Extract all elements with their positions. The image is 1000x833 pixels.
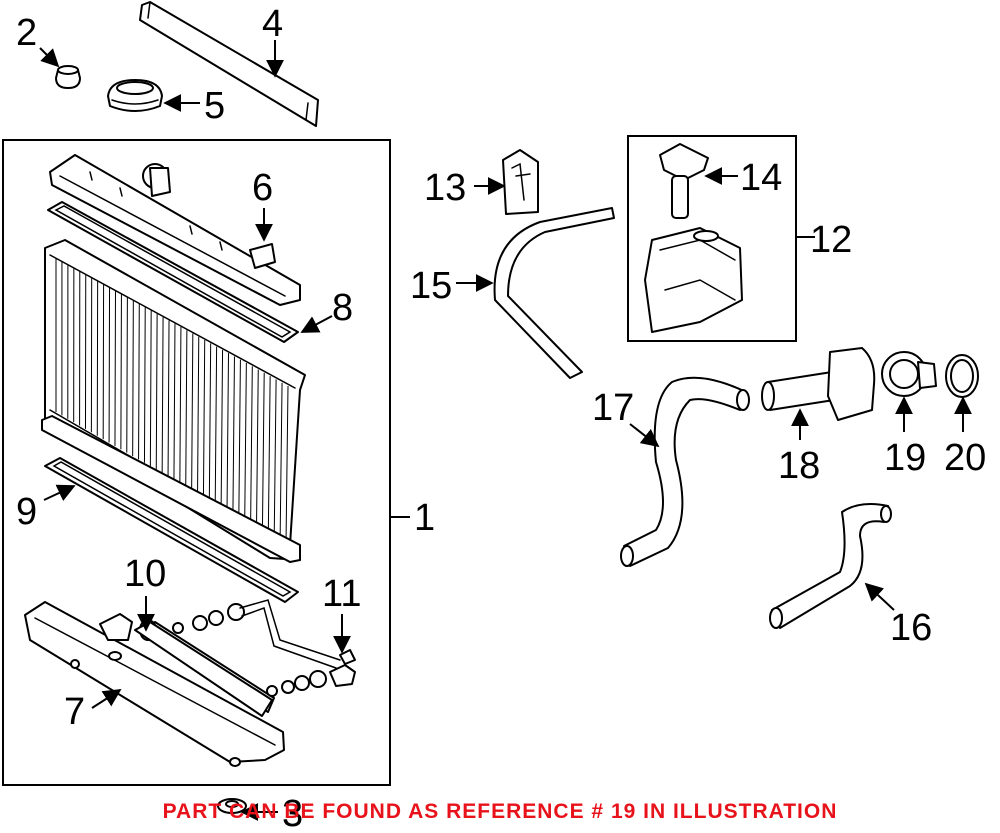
- radiator-fin: [226, 353, 230, 511]
- callout-10: 10: [124, 553, 166, 595]
- reservoir-assembly-frame: [627, 135, 797, 342]
- radiator-core: [41, 239, 306, 563]
- reference-note: PART CAN BE FOUND AS REFERENCE # 19 IN I…: [162, 800, 838, 823]
- radiator-fin: [149, 310, 152, 467]
- radiator-fin: [179, 326, 182, 484]
- callout-5: 5: [204, 85, 225, 127]
- part-6-upper-tank: [49, 154, 301, 306]
- radiator-fin: [143, 307, 146, 463]
- radiator-fin: [256, 369, 259, 528]
- radiator-fin: [285, 385, 289, 545]
- callout-15: 15: [410, 265, 452, 307]
- radiator-fin: [155, 313, 158, 470]
- part-16-lower-hose: [769, 503, 892, 629]
- radiator-fin: [191, 333, 194, 490]
- part-13-bracket: [502, 149, 539, 215]
- radiator-fin: [173, 323, 176, 480]
- callout-16: 16: [890, 607, 932, 649]
- radiator-assembly-frame: [2, 139, 391, 786]
- radiator-fin: [214, 346, 218, 504]
- part-17-radiator-hose: [620, 376, 750, 567]
- part-14-reservoir-cap: [659, 143, 709, 219]
- part-7-lower-tank: [24, 601, 285, 767]
- callout-2: 2: [16, 12, 37, 54]
- radiator-fin: [238, 359, 241, 517]
- radiator-fin: [197, 336, 200, 494]
- radiator-fin: [138, 303, 140, 460]
- part-20-gasket-ring: [945, 354, 979, 398]
- callout-18: 18: [778, 445, 820, 487]
- part-9-lower-gasket: [44, 457, 299, 603]
- part-18-water-outlet: [761, 347, 876, 421]
- radiator-fin: [202, 340, 206, 497]
- callout-1: 1: [414, 497, 435, 539]
- part-15-overflow-hose: [493, 207, 615, 379]
- callout-11: 11: [322, 573, 361, 615]
- radiator-fin: [167, 320, 170, 477]
- radiator-fin: [220, 349, 224, 507]
- callout-12: 12: [810, 219, 852, 261]
- reservoir-tank: [644, 227, 743, 333]
- radiator-fin: [126, 297, 128, 453]
- callout-17: 17: [592, 387, 634, 429]
- radiator-fin: [120, 294, 122, 450]
- radiator-fin: [261, 372, 265, 531]
- radiator-fin: [244, 363, 247, 521]
- callout-7: 7: [64, 691, 85, 733]
- callout-6: 6: [252, 167, 273, 209]
- radiator-fin: [208, 343, 212, 501]
- radiator-fin: [132, 300, 134, 457]
- callout-13: 13: [424, 167, 466, 209]
- part-5-radiator-cap: [107, 79, 163, 112]
- callout-20: 20: [944, 437, 986, 479]
- radiator-fin: [232, 356, 235, 514]
- radiator-fin: [267, 376, 271, 534]
- radiator-fin: [250, 366, 253, 524]
- callout-4: 4: [262, 3, 283, 45]
- radiator-fin: [161, 317, 164, 473]
- radiator-fin: [185, 330, 188, 487]
- callout-8: 8: [332, 287, 353, 329]
- part-4-seal-strip: [139, 1, 319, 127]
- part-3-washer: [217, 798, 247, 814]
- radiator-fin: [279, 382, 283, 541]
- radiator-fin: [273, 379, 277, 538]
- radiator-fin: [114, 290, 116, 446]
- part-8-upper-gasket: [47, 201, 299, 343]
- callout-19: 19: [884, 437, 926, 479]
- part-2-nut: [55, 65, 81, 89]
- callout-3: 3: [282, 793, 303, 833]
- part-19-thermostat: [881, 351, 937, 397]
- callout-9: 9: [16, 491, 37, 533]
- callout-14: 14: [740, 157, 782, 199]
- callout-arrows: [39, 40, 972, 821]
